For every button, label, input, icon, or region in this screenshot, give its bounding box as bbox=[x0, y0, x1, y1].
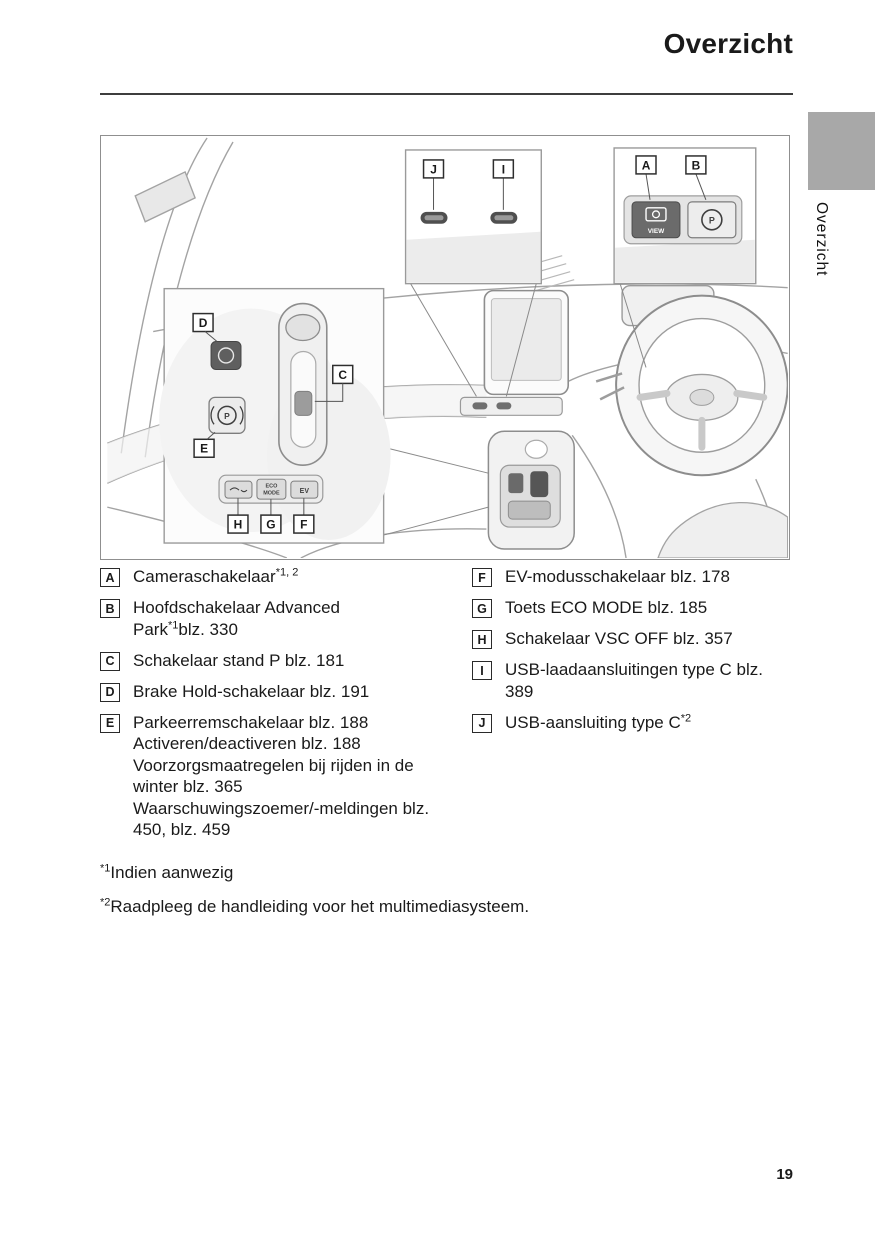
console-inset: D P E C bbox=[159, 287, 391, 544]
svg-text:C: C bbox=[338, 368, 347, 382]
callout-label-c: C bbox=[332, 364, 354, 385]
section-tab-label: Overzicht bbox=[813, 202, 830, 277]
legend-text-j: USB-aansluiting type C*2 bbox=[505, 711, 692, 732]
dash-usb-ports bbox=[459, 396, 563, 416]
ev-mode-button: EV bbox=[290, 480, 319, 499]
callout-key-a: A bbox=[100, 568, 120, 587]
svg-text:B: B bbox=[692, 158, 701, 172]
svg-text:EV: EV bbox=[300, 488, 310, 495]
svg-text:H: H bbox=[234, 518, 243, 532]
legend-left-column: A Cameraschakelaar*1, 2 B Hoofdschakelaa… bbox=[100, 566, 445, 850]
svg-text:A: A bbox=[642, 158, 651, 172]
callout-key-f: F bbox=[472, 568, 492, 587]
footnote-marker: *1 bbox=[100, 862, 111, 875]
svg-text:F: F bbox=[300, 518, 307, 532]
callout-key-c: C bbox=[100, 651, 120, 671]
dashboard-illustration: J I VIEW bbox=[107, 137, 788, 558]
legend-text-d: Brake Hold-schakelaar blz. 191 bbox=[133, 681, 370, 701]
svg-text:J: J bbox=[430, 162, 437, 176]
callout-key-g: G bbox=[472, 599, 492, 618]
legend-item-i: I USB-laadaansluitingen type C blz. 389 bbox=[472, 659, 774, 702]
leader-lines bbox=[383, 283, 647, 536]
legend-text-f: EV-modusschakelaar blz. 178 bbox=[505, 567, 730, 586]
callout-label-h: H bbox=[227, 514, 249, 534]
eco-mode-button: ECO MODE bbox=[256, 478, 287, 500]
title-rule bbox=[100, 93, 793, 95]
rearview-mirror bbox=[134, 170, 196, 223]
footnote-ref: *1 bbox=[167, 618, 179, 631]
shift-p-button bbox=[294, 390, 313, 416]
legend-text-e: Parkeerremschakelaar blz. 188 Activeren/… bbox=[133, 712, 430, 840]
park-brake-icon bbox=[217, 405, 237, 426]
callout-box-usb: J I bbox=[404, 149, 542, 285]
steering-wheel bbox=[595, 294, 788, 477]
parking-brake-switch: P bbox=[208, 396, 246, 434]
svg-text:I: I bbox=[502, 162, 505, 176]
dash-surface-shading bbox=[107, 384, 487, 484]
dashboard-figure: J I VIEW bbox=[100, 135, 790, 560]
legend-item-a: A Cameraschakelaar*1, 2 bbox=[100, 566, 445, 588]
shift-lever bbox=[278, 302, 328, 467]
legend-item-f: F EV-modusschakelaar blz. 178 bbox=[472, 566, 774, 588]
callout-label-a: A bbox=[635, 155, 657, 175]
legend-item-d: D Brake Hold-schakelaar blz. 191 bbox=[100, 681, 445, 703]
svg-text:MODE: MODE bbox=[263, 491, 280, 497]
legend-text-h: Schakelaar VSC OFF blz. 357 bbox=[505, 629, 733, 648]
legend-text-b: Hoofdschakelaar Advanced Park*1blz. 330 bbox=[133, 598, 340, 639]
center-display bbox=[483, 289, 570, 396]
svg-text:D: D bbox=[199, 316, 208, 330]
legend-item-b: B Hoofdschakelaar Advanced Park*1blz. 33… bbox=[100, 597, 445, 640]
callout-label-i: I bbox=[492, 159, 515, 179]
legend-item-e: E Parkeerremschakelaar blz. 188 Activere… bbox=[100, 712, 445, 841]
center-console bbox=[487, 430, 575, 550]
page-number: 19 bbox=[776, 1166, 793, 1183]
legend-text-g: Toets ECO MODE blz. 185 bbox=[505, 598, 708, 617]
footnotes: *1Indien aanwezig *2Raadpleeg de handlei… bbox=[100, 862, 700, 930]
callout-key-b: B bbox=[100, 599, 120, 618]
legend-item-h: H Schakelaar VSC OFF blz. 357 bbox=[472, 628, 774, 650]
callout-label-f: F bbox=[293, 514, 315, 534]
section-tab bbox=[808, 112, 875, 190]
legend-right-column: F EV-modusschakelaar blz. 178 G Toets EC… bbox=[472, 566, 774, 743]
svg-text:P: P bbox=[709, 215, 715, 225]
callout-label-e: E bbox=[193, 438, 215, 458]
footnote-ref: *2 bbox=[680, 711, 692, 724]
callout-label-g: G bbox=[260, 514, 282, 534]
svg-text:VIEW: VIEW bbox=[648, 228, 665, 235]
legend-text-a: Cameraschakelaar*1, 2 bbox=[133, 566, 299, 586]
legend-item-j: J USB-aansluiting type C*2 bbox=[472, 712, 774, 734]
callout-box-switches: VIEW P A B bbox=[613, 147, 757, 285]
legend-item-g: G Toets ECO MODE blz. 185 bbox=[472, 597, 774, 619]
svg-text:ECO: ECO bbox=[265, 484, 278, 490]
footnote-ref: *1, 2 bbox=[275, 566, 299, 579]
callout-key-h: H bbox=[472, 630, 492, 649]
callout-label-b: B bbox=[685, 155, 707, 175]
brake-hold-switch bbox=[210, 341, 242, 370]
callout-key-e: E bbox=[100, 713, 120, 733]
advanced-park-button: P bbox=[687, 201, 737, 239]
legend-item-c: C Schakelaar stand P blz. 181 bbox=[100, 650, 445, 672]
camera-view-button: VIEW bbox=[631, 201, 681, 239]
callout-label-d: D bbox=[192, 312, 214, 333]
legend-text-c: Schakelaar stand P blz. 181 bbox=[133, 650, 345, 670]
park-circle-icon bbox=[701, 209, 723, 231]
callout-key-i: I bbox=[472, 661, 492, 680]
svg-text:G: G bbox=[266, 518, 275, 532]
turn-signal-stalk bbox=[595, 372, 625, 401]
svg-text:P: P bbox=[224, 411, 230, 421]
svg-text:E: E bbox=[200, 442, 208, 456]
vsc-off-button bbox=[224, 480, 253, 499]
footnote-2: *2Raadpleeg de handleiding voor het mult… bbox=[100, 896, 530, 916]
page-title: Overzicht bbox=[663, 28, 793, 59]
footnote-marker: *2 bbox=[100, 896, 111, 909]
footnote-1: *1Indien aanwezig bbox=[100, 862, 234, 882]
console-buttons-row: ECO MODE EV bbox=[218, 474, 324, 504]
legend-text-i: USB-laadaansluitingen type C blz. 389 bbox=[505, 660, 763, 701]
vsc-skid-icon bbox=[229, 487, 248, 493]
callout-key-j: J bbox=[472, 713, 492, 733]
callout-label-j: J bbox=[422, 159, 445, 179]
camera-icon bbox=[645, 207, 667, 222]
callout-key-d: D bbox=[100, 682, 120, 702]
seat bbox=[657, 501, 788, 558]
